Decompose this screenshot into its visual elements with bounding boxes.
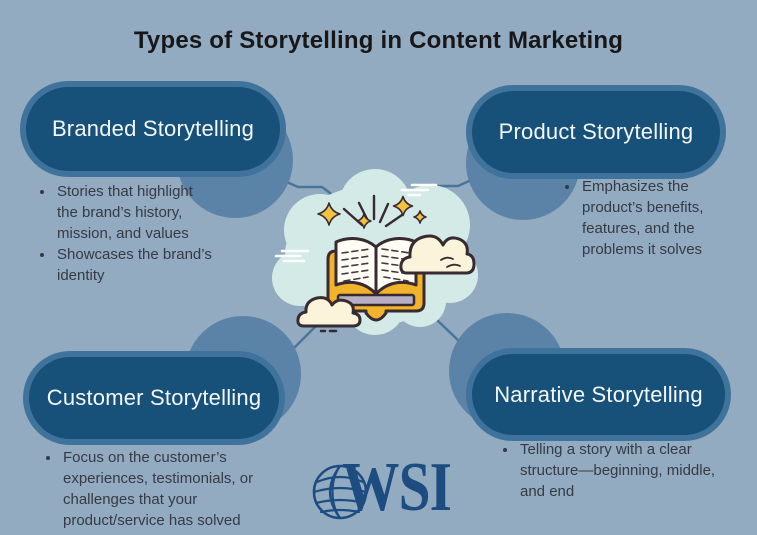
globe-icon [312, 464, 368, 520]
bullet-item: Focus on the customer’s experiences, tes… [61, 447, 278, 531]
page-title: Types of Storytelling in Content Marketi… [133, 27, 624, 54]
wsi-logo-text: WSI [342, 449, 452, 526]
storybook-cloud-illustration [272, 169, 478, 335]
wsi-logo: WSI [308, 452, 478, 532]
card-product-pill: Product Storytelling [466, 85, 726, 179]
card-customer-heading: Customer Storytelling [46, 385, 262, 410]
bullet-item: Telling a story with a clear structure—b… [518, 439, 740, 502]
card-customer-pill: Customer Storytelling [23, 351, 285, 445]
card-product-heading: Product Storytelling [498, 119, 694, 144]
speed-lines-icon [274, 183, 438, 263]
cloud-left-icon [296, 296, 362, 333]
bullet-item: Emphasizes the product’s benefits, featu… [580, 176, 727, 260]
card-customer-bullets: Focus on the customer’s experiences, tes… [44, 447, 278, 531]
card-product-bullets: Emphasizes the product’s benefits, featu… [563, 176, 727, 260]
sparkle-icons [318, 197, 426, 229]
card-narrative-heading: Narrative Storytelling [494, 381, 703, 407]
card-narrative-pill: Narrative Storytelling [466, 348, 731, 441]
card-branded-bullets: Stories that highlight the brand’s histo… [38, 181, 215, 286]
bullet-item: Showcases the brand’s identity [55, 244, 215, 286]
rays-icon [342, 194, 404, 228]
card-narrative-bullets: Telling a story with a clear structure—b… [501, 439, 740, 502]
cloud-right-icon [399, 234, 476, 275]
card-branded-pill: Branded Storytelling [20, 81, 286, 177]
card-branded-heading: Branded Storytelling [51, 116, 255, 141]
bullet-item: Stories that highlight the brand’s histo… [55, 181, 215, 244]
